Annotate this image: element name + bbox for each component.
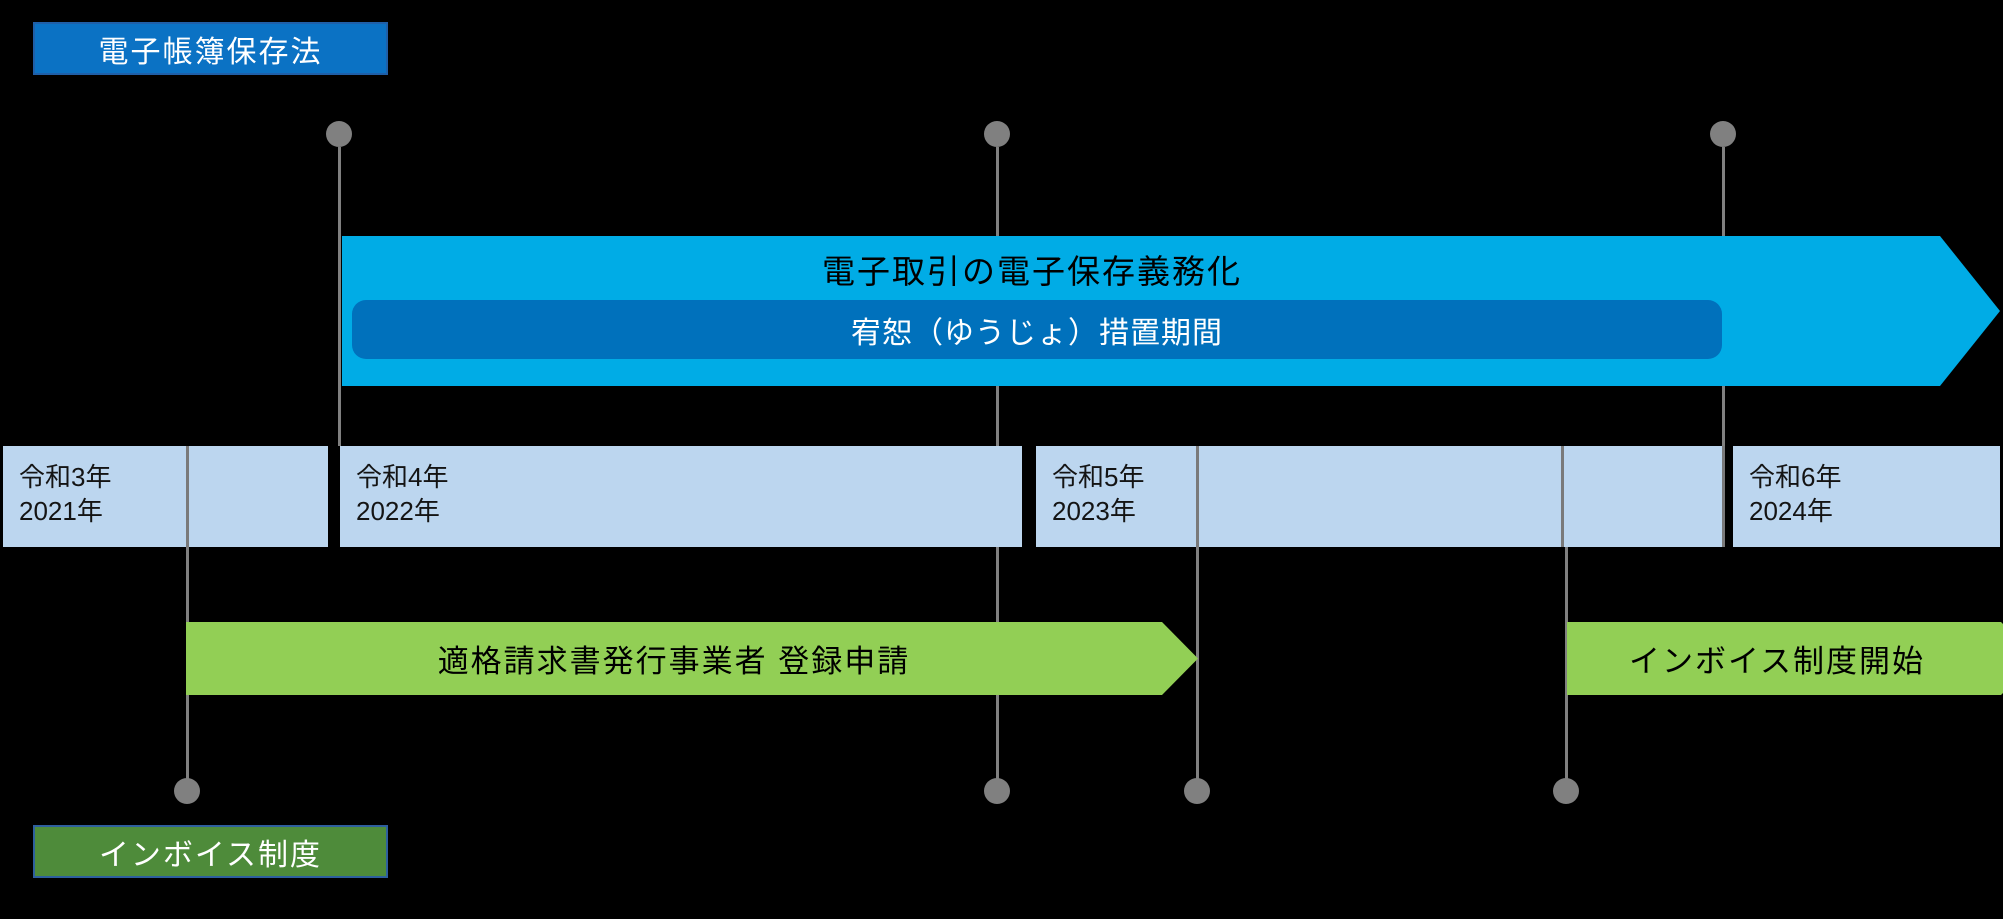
marker-dot-bottom-1 bbox=[174, 778, 200, 804]
marker-dot-top-3 bbox=[1710, 121, 1736, 147]
marker-dot-bottom-3 bbox=[1184, 778, 1210, 804]
year-divider-4 bbox=[1722, 446, 1725, 547]
marker-dot-bottom-4 bbox=[1553, 778, 1579, 804]
year-label-2021: 令和3年 2021年 bbox=[19, 462, 112, 526]
year-segment-2024: 令和6年 2024年 bbox=[1733, 446, 2000, 547]
blue-grace-period-bar: 宥恕（ゆうじょ）措置期間 bbox=[352, 300, 1722, 359]
year-label-2023: 令和5年 2023年 bbox=[1052, 462, 1145, 526]
marker-line-bottom-3 bbox=[1196, 547, 1199, 782]
year-label-2024: 令和6年 2024年 bbox=[1749, 462, 1842, 526]
year-segment-2023: 令和5年 2023年 bbox=[1036, 446, 1196, 547]
marker-dot-bottom-2 bbox=[984, 778, 1010, 804]
year-divider-3 bbox=[1561, 446, 1564, 547]
marker-dot-top-2 bbox=[984, 121, 1010, 147]
year-segment-blank-2 bbox=[1199, 446, 1561, 547]
green-arrow-invoice-system-start-label: インボイス制度開始 bbox=[1628, 644, 1926, 679]
legend-chip-invoice: インボイス制度 bbox=[33, 825, 388, 878]
blue-obligation-arrow-label: 電子取引の電子保存義務化 bbox=[822, 253, 1242, 290]
legend-chip-denshi-chobo: 電子帳簿保存法 bbox=[33, 22, 388, 75]
blue-grace-period-label: 宥恕（ゆうじょ）措置期間 bbox=[851, 316, 1223, 350]
year-label-2022: 令和4年 2022年 bbox=[356, 462, 449, 526]
marker-line-bottom-4 bbox=[1565, 547, 1568, 782]
year-segment-blank-3 bbox=[1564, 446, 1722, 547]
legend-chip-denshi-chobo-label: 電子帳簿保存法 bbox=[98, 35, 323, 69]
green-arrow-registration-application-label: 適格請求書発行事業者 登録申請 bbox=[437, 644, 911, 679]
year-segment-2022: 令和4年 2022年 bbox=[340, 446, 1022, 547]
year-divider-1 bbox=[186, 446, 189, 547]
legend-chip-invoice-label: インボイス制度 bbox=[98, 838, 323, 872]
year-segment-blank-1 bbox=[189, 446, 328, 547]
marker-line-top-1 bbox=[338, 147, 341, 446]
green-arrow-invoice-system-start: インボイス制度開始 bbox=[1567, 622, 2003, 695]
year-segment-2021: 令和3年 2021年 bbox=[3, 446, 186, 547]
green-arrow-registration-application: 適格請求書発行事業者 登録申請 bbox=[186, 622, 1198, 695]
year-divider-2 bbox=[1196, 446, 1199, 547]
marker-dot-top-1 bbox=[326, 121, 352, 147]
